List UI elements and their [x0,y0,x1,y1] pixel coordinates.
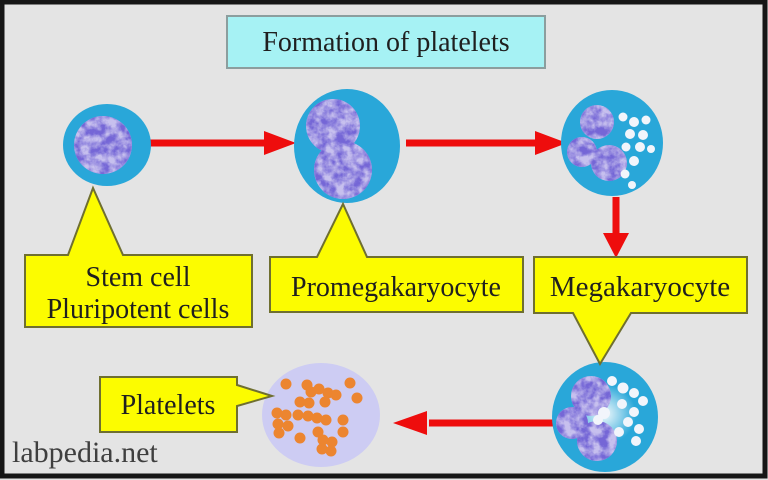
title-box-rect [226,15,546,69]
nucleus-texture [74,116,132,174]
title-text: Formation of platelets [262,27,509,58]
arrow-head [393,411,427,435]
arrow-head [603,233,629,258]
stem-cell-label-line2: Pluripotent cells [47,294,230,325]
promegakaryocyte-illustration [294,89,400,203]
arrow-megakaryocyte-down [603,197,629,258]
platelets-label-callout: Platelets [99,376,276,433]
nucleus-texture [556,376,617,461]
watermark-text: labpedia.net [12,436,158,469]
callout-shape [99,376,276,433]
promegakaryocyte-label: Promegakaryocyte [291,272,501,303]
platelets-label: Platelets [121,390,216,421]
mature-megakaryocyte-illustration [552,362,658,472]
arrow-head [264,131,296,155]
callout-shape [533,256,748,367]
megakaryocyte-label-callout: Megakaryocyte [533,256,748,367]
title-box: Formation of platelets [226,15,546,69]
arrow-promegakaryocyte-to-megakaryocyte [406,131,567,155]
promegakaryocyte-label-callout: Promegakaryocyte [269,201,524,313]
arrow-stem-to-promegakaryocyte [147,131,296,155]
arrow-head [535,131,567,155]
stem-cell-label-line1: Stem cell [86,262,191,293]
megakaryocyte-illustration [561,90,663,196]
stem-cell-illustration [63,104,151,186]
stem-cell-label-callout: Stem cell Pluripotent cells [24,185,253,328]
platelet-cluster-illustration [262,363,380,467]
nucleus-texture [306,99,372,199]
megakaryocyte-label: Megakaryocyte [550,271,730,303]
arrow-megakaryocyte-to-platelets [393,411,557,435]
proto-platelet-dots [618,112,655,189]
proto-platelet-dots [593,376,648,446]
callout-shape [24,185,253,328]
platelet-dots [271,377,363,457]
callout-shape [269,201,524,313]
nucleus-texture [567,105,627,181]
